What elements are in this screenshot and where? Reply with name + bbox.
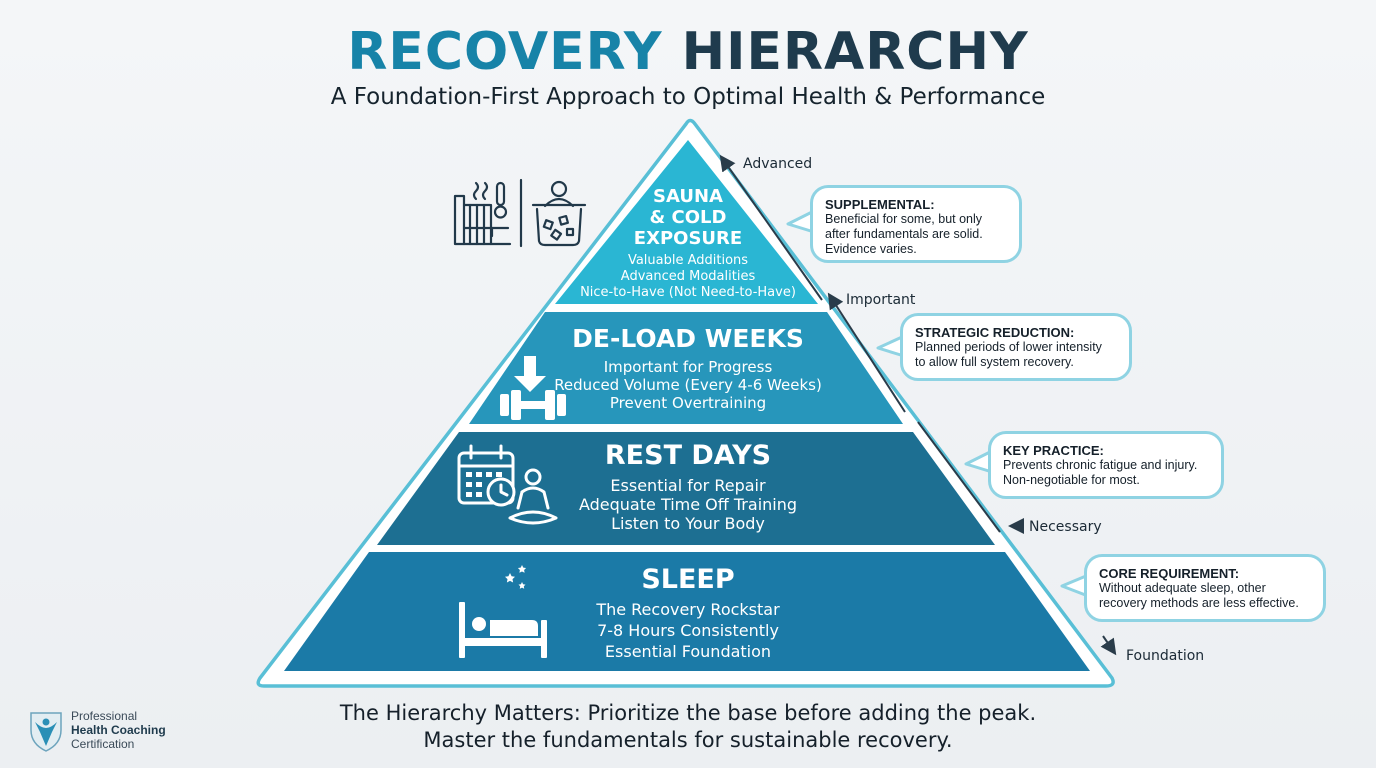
tier-sleep-line: Essential Foundation bbox=[604, 642, 772, 661]
callout-heading: SUPPLEMENTAL: bbox=[825, 197, 935, 212]
callout-line: Planned periods of lower intensity bbox=[915, 340, 1102, 354]
level-label-advanced: Advanced bbox=[743, 156, 813, 172]
callout-line: to allow full system recovery. bbox=[915, 355, 1074, 369]
level-label-necessary: Necessary bbox=[1029, 519, 1102, 535]
tier-sleep-heading: SLEEP bbox=[641, 564, 735, 595]
tier-rest-days-heading: REST DAYS bbox=[604, 440, 772, 471]
tier-deload-heading: DE-LOAD WEEKS bbox=[572, 324, 804, 353]
callout-line: Beneficial for some, but only bbox=[825, 212, 983, 226]
tier-deload-line: Prevent Overtraining bbox=[609, 394, 767, 412]
tier-sauna-line: Nice-to-Have (Not Need-to-Have) bbox=[580, 285, 796, 300]
tier-sleep-line: The Recovery Rockstar bbox=[596, 600, 780, 619]
title-part-2: HIERARCHY bbox=[681, 22, 1029, 82]
callout-core-requirement: CORE REQUIREMENT: Without adequate sleep… bbox=[1084, 554, 1326, 622]
callout-line: Without adequate sleep, other bbox=[1099, 581, 1266, 595]
tier-sauna-line: Valuable Additions bbox=[627, 253, 749, 268]
logo-line: Professional bbox=[71, 709, 138, 723]
logo-line: Certification bbox=[71, 737, 135, 751]
tier-sauna-line: Advanced Modalities bbox=[620, 269, 756, 284]
tier-rest-days: REST DAYS Essential for Repair Adequate … bbox=[553, 440, 823, 533]
foundation-arrow bbox=[1100, 635, 1117, 656]
advanced-arrow bbox=[719, 154, 823, 301]
tier-rest-days-line: Adequate Time Off Training bbox=[578, 495, 798, 514]
certification-logo-icon bbox=[30, 712, 62, 752]
callout-strategic-reduction: STRATEGIC REDUCTION: Planned periods of … bbox=[900, 313, 1132, 381]
callout-supplemental: SUPPLEMENTAL: Beneficial for some, but o… bbox=[810, 185, 1022, 263]
tier-deload: DE-LOAD WEEKS Important for Progress Red… bbox=[540, 324, 836, 412]
callout-line: after fundamentals are solid. bbox=[825, 227, 983, 241]
level-label-foundation: Foundation bbox=[1126, 648, 1205, 664]
moon-bed-icon bbox=[459, 565, 547, 658]
callout-line: recovery methods are less effective. bbox=[1099, 596, 1299, 610]
callout-line: Non-negotiable for most. bbox=[1003, 473, 1140, 487]
tier-rest-days-line: Listen to Your Body bbox=[611, 514, 765, 533]
important-arrow bbox=[827, 292, 906, 413]
tier-rest-days-line: Essential for Repair bbox=[610, 476, 766, 495]
sauna-and-cold-plunge-icon bbox=[453, 178, 587, 248]
tier-shape-deload bbox=[469, 312, 903, 424]
necessary-line bbox=[917, 421, 1001, 533]
footer-line-1: The Hierarchy Matters: Prioritize the ba… bbox=[339, 701, 1037, 725]
level-label-important: Important bbox=[846, 292, 916, 308]
tier-deload-line: Important for Progress bbox=[603, 358, 773, 376]
certification-logo-text: Professional Health Coaching Certificati… bbox=[71, 709, 166, 751]
tier-shape-rest bbox=[377, 432, 995, 545]
tier-deload-line: Reduced Volume (Every 4-6 Weeks) bbox=[554, 376, 822, 394]
callout-line: Evidence varies. bbox=[825, 242, 917, 256]
title-part-1: RECOVERY bbox=[347, 22, 663, 82]
callout-heading: KEY PRACTICE: bbox=[1003, 443, 1104, 458]
tier-sauna-heading-line: & COLD bbox=[649, 207, 727, 228]
tier-sauna-heading-line: EXPOSURE bbox=[633, 228, 743, 249]
deload-dumbbell-icon bbox=[500, 356, 566, 420]
callout-heading: CORE REQUIREMENT: bbox=[1099, 566, 1240, 581]
logo-line-bold: Health Coaching bbox=[71, 723, 166, 737]
tier-sleep-line: 7-8 Hours Consistently bbox=[597, 621, 779, 640]
footer-line-2: Master the fundamentals for sustainable … bbox=[423, 728, 953, 752]
callout-heading: STRATEGIC REDUCTION: bbox=[915, 325, 1075, 340]
tier-sauna: SAUNA & COLD EXPOSURE Valuable Additions… bbox=[565, 186, 811, 301]
callout-key-practice: KEY PRACTICE: Prevents chronic fatigue a… bbox=[988, 431, 1224, 499]
tier-sleep: SLEEP The Recovery Rockstar 7-8 Hours Co… bbox=[568, 564, 808, 662]
page-title: RECOVERY HIERARCHY bbox=[0, 22, 1376, 82]
calendar-meditation-icon bbox=[457, 444, 558, 525]
callout-line: Prevents chronic fatigue and injury. bbox=[1003, 458, 1198, 472]
tier-shape-sauna bbox=[555, 140, 818, 304]
tier-sauna-heading: SAUNA & COLD EXPOSURE bbox=[565, 186, 811, 249]
page-subtitle: A Foundation-First Approach to Optimal H… bbox=[330, 84, 1046, 110]
tier-sauna-heading-line: SAUNA bbox=[653, 186, 723, 207]
